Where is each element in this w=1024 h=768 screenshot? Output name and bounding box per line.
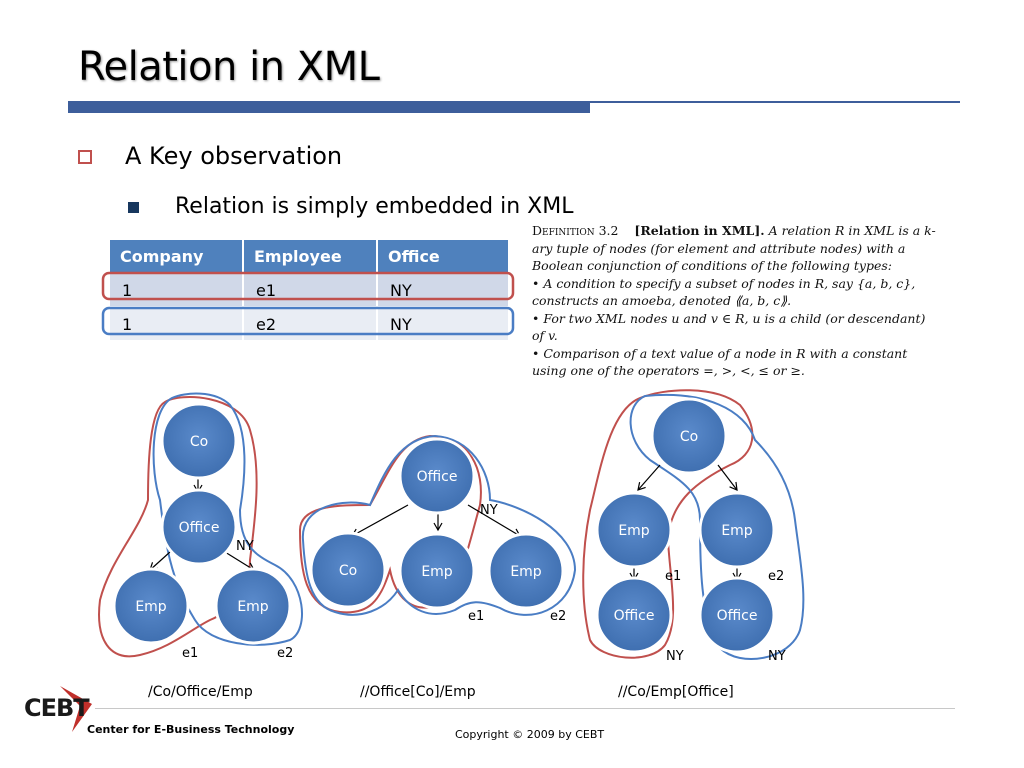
d1-node-emp: Emp [214, 567, 292, 645]
d1-red-outline [98, 396, 258, 658]
header-employee: Employee [243, 240, 378, 273]
row1-red-highlight [101, 271, 515, 301]
svg-text:Office: Office [717, 608, 758, 624]
d1-node-office: Office [160, 488, 238, 566]
svg-text:Co: Co [190, 434, 208, 450]
bullet-level2-text: Relation is simply embedded in XML [175, 194, 574, 219]
cebt-logo: CEBT [24, 694, 90, 722]
svg-text:Emp: Emp [510, 564, 541, 580]
d3-node-emp: Emp [595, 491, 673, 569]
svg-text:Co: Co [339, 563, 357, 579]
definition-heading: Definition 3.2 [532, 223, 619, 238]
d3-node-emp: Emp [698, 491, 776, 569]
logo-ce-text: CE [24, 694, 57, 722]
d2-blue-outline [301, 434, 577, 616]
svg-text:Office: Office [417, 469, 458, 485]
d2-label-e2: e2 [550, 609, 566, 624]
footer-organization: Center for E-Business Technology [87, 723, 295, 736]
caption-diagram-2: //Office[Co]/Emp [360, 684, 476, 700]
definition-item: • Comparison of a text value of a node i… [532, 345, 908, 379]
definition-item: • For two XML nodes u and v ∈ R, u is a … [532, 310, 926, 344]
d1-label-e1: e1 [182, 646, 198, 661]
d3-label-e1: e1 [665, 569, 681, 584]
footer-divider [95, 708, 955, 709]
d3-node-co: Co [650, 397, 728, 475]
definition-item: • A condition to specify a subset of nod… [532, 275, 916, 309]
d2-node-emp: Emp [398, 532, 476, 610]
definition-box: Definition 3.2 [Relation in XML]. A rela… [532, 222, 937, 380]
header-office: Office [377, 240, 510, 273]
d2-label-e1: e1 [468, 609, 484, 624]
header-company: Company [110, 240, 244, 273]
d3-label-ny: NY [768, 649, 786, 664]
svg-text:Emp: Emp [135, 599, 166, 615]
slide-title: Relation in XML [78, 44, 380, 90]
table-cell: 1 [110, 272, 244, 307]
d3-red-outline [582, 389, 754, 659]
logo-bt-text: BT [56, 694, 90, 722]
d3-label-e2: e2 [768, 569, 784, 584]
d1-node-emp: Emp [112, 567, 190, 645]
definition-intro: A relation R in XML is a k-ary tuple of … [532, 223, 936, 273]
svg-text:Co: Co [680, 429, 698, 445]
svg-text:Emp: Emp [721, 523, 752, 539]
filled-square-bullet-icon [128, 202, 139, 213]
svg-text:Emp: Emp [237, 599, 268, 615]
d1-label-ny: NY [236, 539, 254, 554]
title-underline-line [590, 101, 960, 103]
svg-text:Office: Office [179, 520, 220, 536]
d1-node-co: Co [160, 402, 238, 480]
d2-label-ny: NY [480, 503, 498, 518]
footer-copyright: Copyright © 2009 by CEBT [455, 728, 605, 741]
svg-text:Emp: Emp [618, 523, 649, 539]
caption-diagram-3: //Co/Emp[Office] [618, 684, 734, 700]
d2-node-emp: Emp [487, 532, 565, 610]
d2-node-office: Office [398, 437, 476, 515]
table-header-row: Company Employee Office [110, 240, 510, 273]
row2-blue-highlight [101, 306, 515, 336]
d1-blue-outline [152, 392, 303, 646]
d1-label-e2: e2 [277, 646, 293, 661]
hollow-square-bullet-icon [78, 150, 92, 164]
caption-diagram-1: /Co/Office/Emp [148, 684, 253, 700]
title-underline-bar [68, 101, 590, 113]
d3-label-ny: NY [666, 649, 684, 664]
d3-blue-outline [629, 394, 805, 660]
d3-node-office: Office [595, 576, 673, 654]
d3-node-office: Office [698, 576, 776, 654]
svg-text:Office: Office [614, 608, 655, 624]
bullet-level1-text: A Key observation [125, 142, 343, 170]
cebt-logo-swoosh-icon [60, 686, 92, 732]
svg-text:Emp: Emp [421, 564, 452, 580]
d2-node-co: Co [309, 531, 387, 609]
definition-name: [Relation in XML]. [634, 223, 765, 238]
table-cell: NY [377, 272, 510, 307]
